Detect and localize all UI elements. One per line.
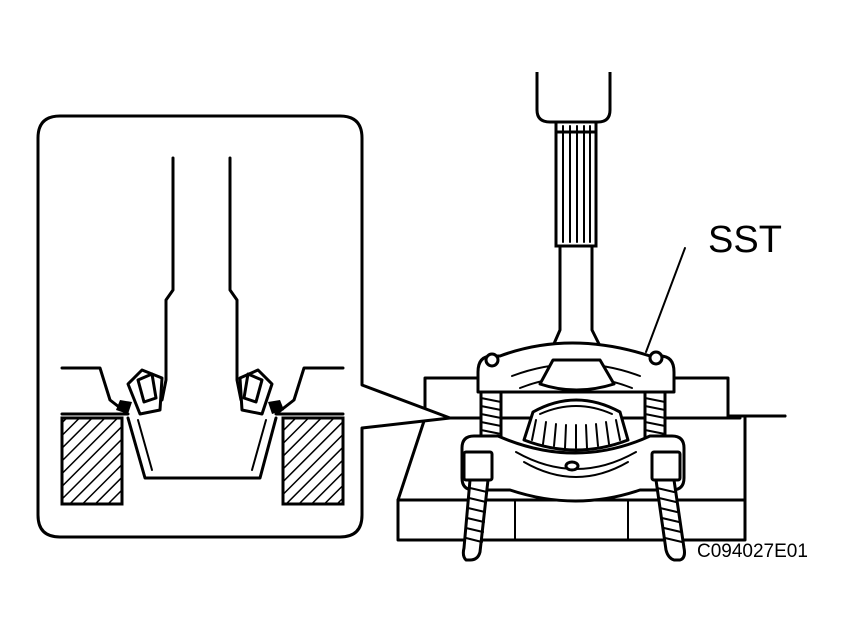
threaded-rod-rear-right — [643, 390, 667, 442]
detail-sst-plate — [60, 366, 345, 416]
support-block-left — [60, 416, 124, 506]
detail-bearing-right — [238, 368, 284, 416]
main-illustration: SST — [396, 72, 787, 562]
sst-front-plate — [460, 434, 686, 503]
detail-shaft — [126, 156, 278, 480]
tapered-roller-bearing — [522, 358, 630, 452]
support-block-right — [281, 416, 345, 506]
press-ram — [535, 72, 612, 248]
threaded-rod-rear-left — [479, 390, 503, 442]
threaded-rod-front-right — [654, 478, 686, 562]
figure-code: C094027E01 — [697, 541, 808, 562]
threaded-rod-front-left — [461, 478, 490, 562]
detail-callout — [36, 114, 452, 539]
sst-label: SST — [708, 219, 782, 261]
sst-leader-line — [645, 247, 686, 353]
detail-bearing-left — [116, 368, 164, 416]
